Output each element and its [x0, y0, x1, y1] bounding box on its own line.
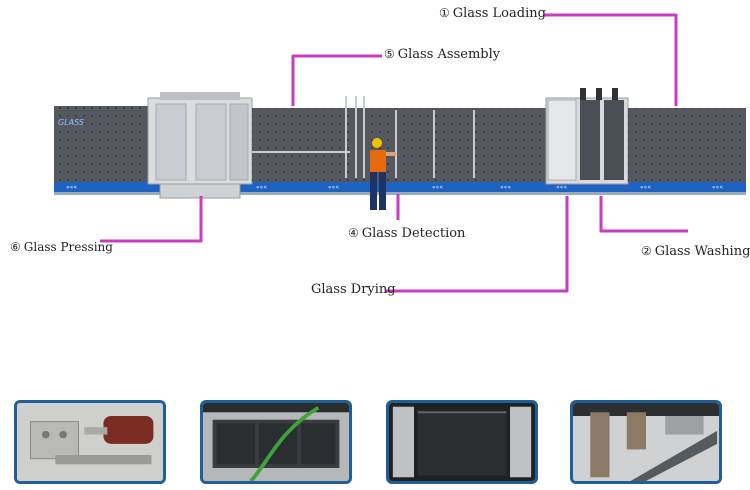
step-number: ④ [348, 226, 359, 240]
svg-text:«««: ««« [556, 184, 567, 191]
label-glass-drying: Glass Drying [311, 282, 396, 297]
thumb-pressing-cylinder [14, 400, 166, 484]
leader-glass-washing [599, 196, 688, 233]
brand-logo: GLASS [58, 118, 84, 127]
production-line-diagram: ««« ««« ««« ««« ««« ««« ««« ««« GLASS [54, 13, 746, 293]
left-panel: GLASS [54, 106, 150, 182]
step-title: Glass Drying [311, 282, 396, 297]
svg-text:«««: ««« [256, 184, 267, 191]
svg-text:«««: ««« [500, 184, 511, 191]
step-number: ① [439, 6, 450, 20]
step-number: ⑥ [10, 240, 21, 254]
leader-glass-pressing [100, 196, 203, 243]
leader-glass-assembly [291, 54, 382, 106]
leader-glass-loading [544, 13, 678, 106]
pressing-unit [147, 92, 253, 199]
leader-glass-drying [386, 196, 569, 293]
thumb-plc-controller [200, 400, 352, 484]
svg-text:«««: ««« [66, 184, 77, 191]
right-panel [628, 108, 746, 182]
svg-text:«««: ««« [328, 184, 339, 191]
assembly-panel [252, 96, 548, 182]
operator-figure [370, 138, 396, 210]
step-title: Glass Assembly [397, 47, 501, 62]
step-number: ⑤ [384, 47, 395, 61]
step-title: Glass Washing [654, 244, 750, 259]
washing-unit [545, 88, 629, 185]
svg-text:«««: ««« [640, 184, 651, 191]
svg-text:«««: ««« [712, 184, 723, 191]
step-title: Glass Pressing [23, 240, 113, 254]
step-number: ② [641, 244, 652, 258]
step-title: Glass Loading [452, 6, 546, 21]
svg-text:«««: ««« [432, 184, 443, 191]
thumb-drying-ducts [570, 400, 722, 484]
step-title: Glass Detection [361, 226, 466, 241]
thumb-washing-brushes [386, 400, 538, 484]
